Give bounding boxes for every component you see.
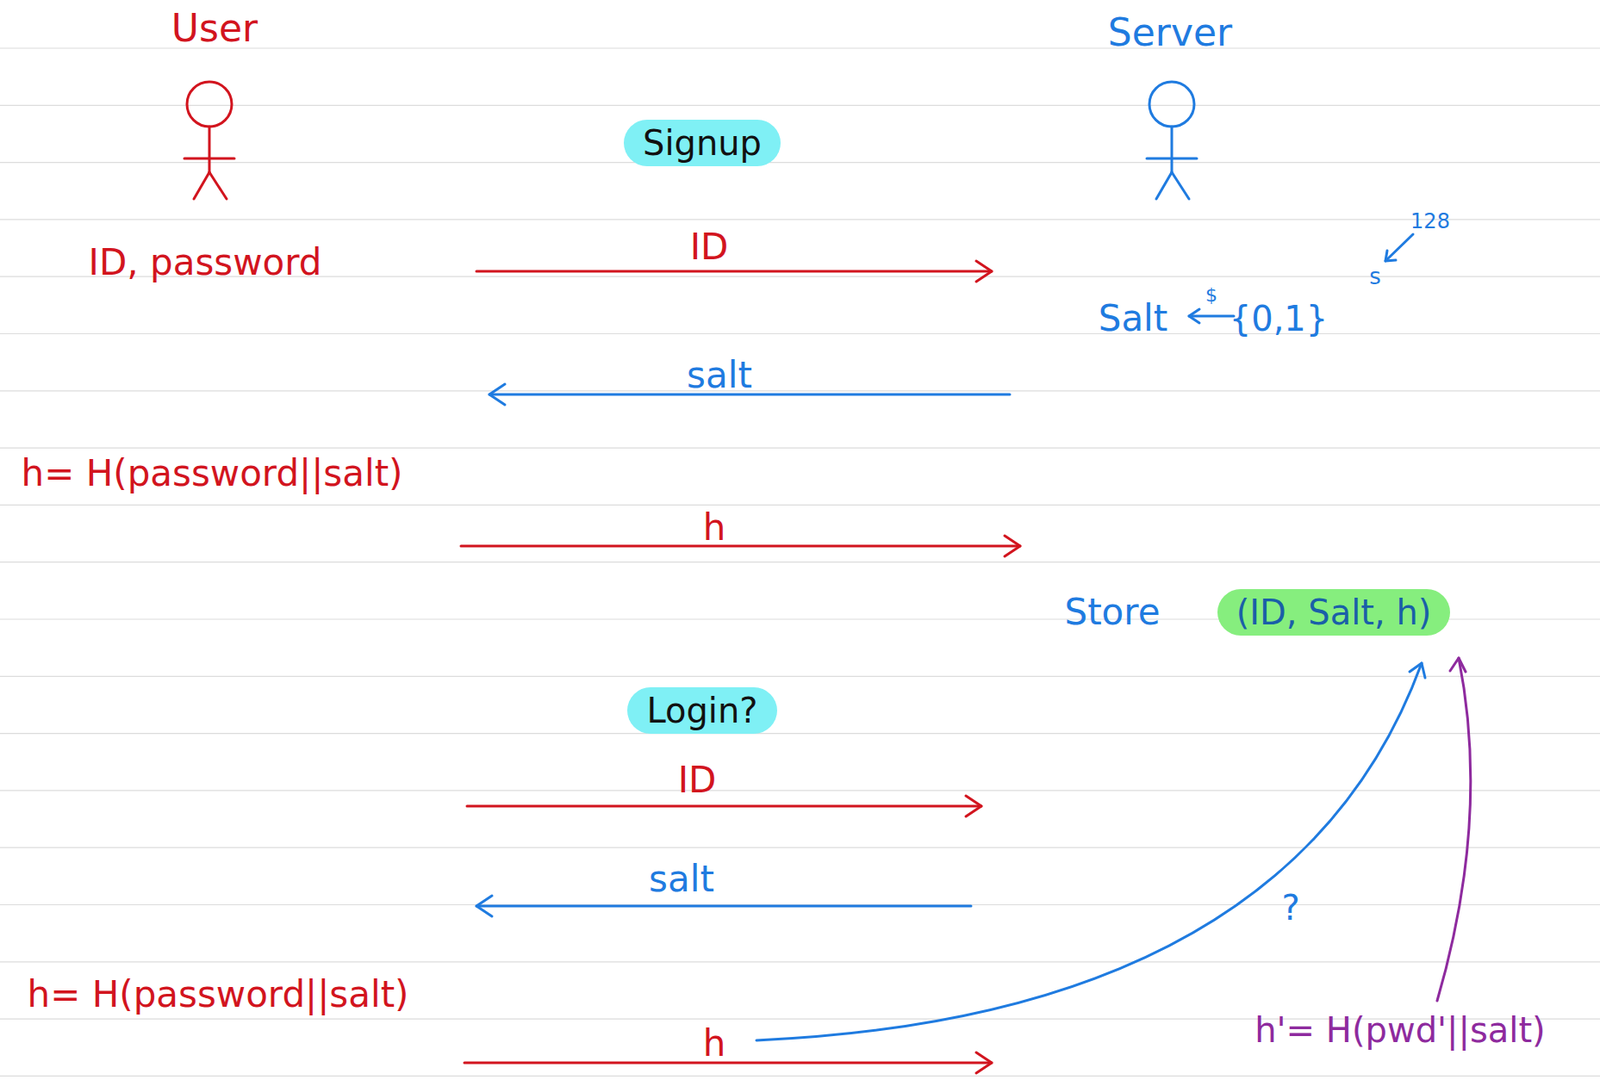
ruled-line bbox=[0, 676, 1600, 678]
ruled-line bbox=[0, 1076, 1600, 1078]
ruled-line bbox=[0, 105, 1600, 106]
actor-name: User bbox=[171, 6, 258, 51]
message-arrow bbox=[460, 261, 1021, 1074]
ruled-line bbox=[0, 161, 1600, 163]
ruled-line bbox=[0, 790, 1600, 791]
node-label: Signup bbox=[642, 123, 762, 163]
actor-name: Server bbox=[1108, 11, 1233, 56]
user-figure bbox=[184, 81, 235, 200]
ruled-line bbox=[0, 961, 1600, 963]
salt-symbol: Salt bbox=[1098, 298, 1169, 340]
random-sample-mark: $ bbox=[1205, 284, 1218, 306]
ruled-line bbox=[0, 390, 1600, 392]
question-mark: ? bbox=[1281, 888, 1300, 928]
node-label: (ID, Salt, h) bbox=[1236, 592, 1432, 633]
phase-band: Login? bbox=[627, 687, 777, 735]
user-credentials: ID, password bbox=[88, 242, 323, 284]
stored-record: (ID, Salt, h) bbox=[1217, 589, 1451, 636]
node-label: Login? bbox=[646, 691, 758, 731]
ruled-line bbox=[0, 847, 1600, 849]
ruled-line bbox=[0, 333, 1600, 335]
ruled-line bbox=[0, 733, 1600, 735]
message-label: salt bbox=[648, 859, 715, 901]
ruled-line bbox=[0, 561, 1600, 563]
bit-length: 128 bbox=[1410, 210, 1451, 235]
ruled-line bbox=[0, 904, 1600, 906]
message-label: h bbox=[703, 507, 727, 549]
message-arrow bbox=[476, 234, 1426, 1041]
hash-formula: h'= H(pwd'||salt) bbox=[1254, 1010, 1545, 1051]
message-label: h bbox=[703, 1023, 727, 1065]
hash-formula: h= H(password||salt) bbox=[27, 974, 410, 1016]
bit-set: {0,1} bbox=[1229, 298, 1329, 339]
store-label: Store bbox=[1064, 591, 1160, 634]
ruled-line bbox=[0, 218, 1600, 220]
hash-formula: h= H(password||salt) bbox=[21, 453, 404, 495]
ruled-line bbox=[0, 447, 1600, 449]
phase-band: Signup bbox=[623, 119, 781, 167]
exponent: s bbox=[1369, 264, 1382, 291]
server-figure bbox=[1146, 81, 1197, 200]
message-label: ID bbox=[690, 226, 729, 268]
message-label: ID bbox=[678, 759, 717, 802]
ruled-line bbox=[0, 504, 1600, 506]
compare-arrow bbox=[1437, 658, 1471, 1002]
message-label: salt bbox=[686, 354, 753, 397]
ruled-lines bbox=[0, 48, 1600, 1077]
